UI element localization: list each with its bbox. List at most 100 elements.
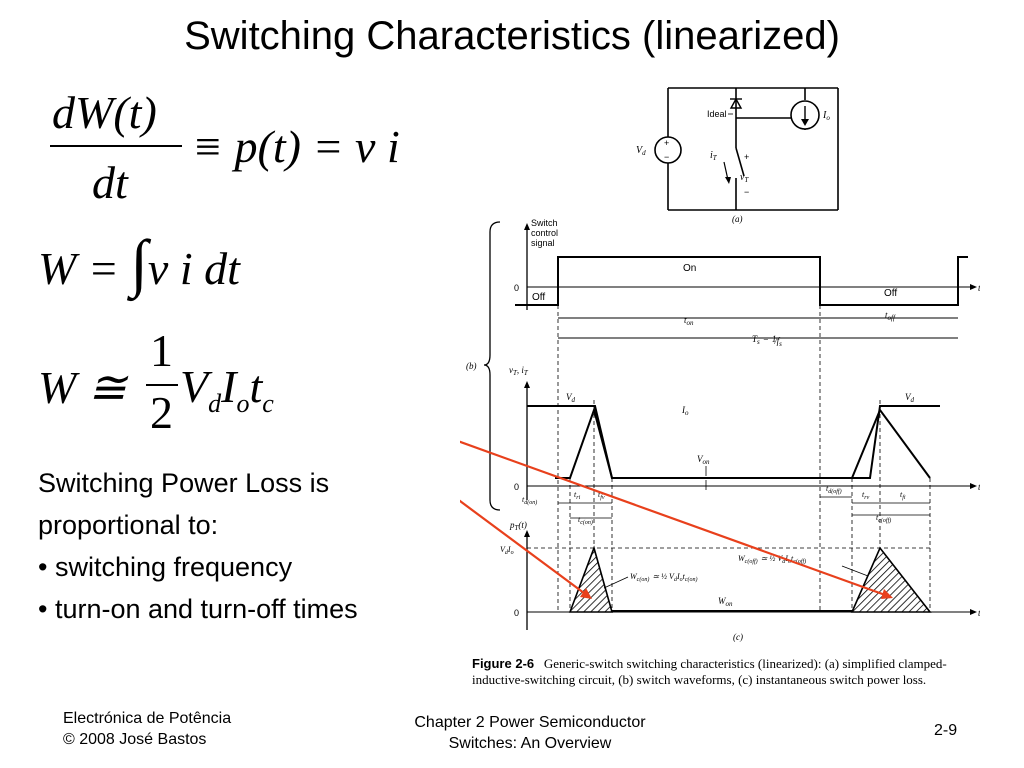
eq3-o: o	[236, 389, 250, 419]
eq3-one: 1	[150, 325, 173, 376]
current-source-arrowhead	[801, 119, 809, 126]
figure-2-6: Ideal Io Vd + − iT + vT − (a) (b) Switch…	[460, 87, 980, 642]
eq2-v: v	[147, 243, 169, 294]
waveform-plot: vT, iT t 0 Vd Vd Io Von td(on) tri tfv t…	[509, 365, 980, 526]
Vd-label-1: Vd	[566, 392, 576, 404]
caption-head: Figure 2-6	[472, 656, 535, 671]
ton-label: ton	[684, 315, 694, 327]
iT-arrowhead	[725, 177, 731, 184]
eq3-I: I	[221, 361, 237, 412]
toff-label: toff	[885, 310, 896, 322]
eq3-fraction-bar	[146, 384, 178, 386]
tcoff-label: tc(off)	[876, 513, 891, 524]
power-t-axis: t	[978, 608, 980, 618]
eq3-c: c	[262, 389, 274, 419]
control-on-label: On	[683, 263, 696, 274]
trv-label: trv	[862, 490, 870, 501]
Von-label: Von	[697, 454, 710, 466]
power-axis-label: pT(t)	[509, 520, 527, 532]
eq1-p-t: t	[272, 121, 286, 172]
eq3-two: 2	[150, 387, 173, 438]
tfi-label: tfi	[900, 490, 906, 501]
eq1-v: v	[355, 121, 376, 172]
loss-bullet-times: • turn-on and turn-off times	[38, 594, 358, 624]
loss-line-2: proportional to:	[38, 510, 219, 540]
eq3-t: t	[249, 361, 263, 412]
VdIo-label: VdIo	[500, 545, 514, 556]
tfv-label: tfv	[598, 490, 605, 501]
eq3-approx: ≅	[87, 362, 127, 413]
voltage-source-icon	[654, 136, 682, 164]
eq1-d: d	[52, 87, 75, 138]
eq2-equals: =	[87, 243, 119, 294]
switch-plus: +	[744, 152, 749, 162]
eq1-p-paren-r: )	[285, 121, 301, 172]
eq1-equiv: ≡	[192, 121, 224, 172]
circuit-Vd-label: Vd	[636, 145, 646, 157]
bracket-b	[483, 221, 501, 511]
footer-copyright: © 2008 José Bastos	[63, 731, 207, 748]
eq1-equals: =	[312, 121, 344, 172]
page-number: 2-9	[934, 722, 958, 739]
waves-zero: 0	[514, 482, 519, 492]
circuit-Io-label: Io	[822, 110, 830, 122]
control-t-axis: t	[978, 283, 980, 293]
turn-on-loss-area	[568, 545, 614, 613]
eq3-d: d	[208, 389, 222, 419]
equation-energy-approx: W ≅ 1 2 VdIotc	[0, 320, 320, 450]
power-loss-plot: pT(t) VdIo t 0 Won Wc(on)≃ ½ VdIotc(on) …	[500, 520, 980, 642]
label-c: (c)	[733, 632, 743, 642]
eq1-numerator: dW(t)	[52, 86, 157, 139]
footer-course: Electrónica de Potência	[63, 710, 232, 727]
circuit-iT-label: iT	[710, 150, 718, 162]
control-off-label-1: Off	[532, 292, 545, 303]
eq2-integral: ∫	[130, 227, 148, 298]
Ts-label: Ts=1/fs	[752, 334, 782, 348]
control-label-1: Switch	[531, 218, 558, 228]
tri-label: tri	[574, 490, 581, 501]
eq1-t: t	[128, 87, 142, 138]
eq1-W: W	[75, 87, 114, 138]
switch-minus: −	[744, 187, 749, 197]
eq1-p-paren-l: (	[257, 121, 273, 172]
circuit-vT-label: vT	[740, 172, 749, 184]
eq2-dt: dt	[204, 243, 240, 294]
loss-line-1: Switching Power Loss is	[38, 468, 330, 498]
ideal-label: Ideal	[707, 109, 727, 119]
control-signal-plot: Switch control signal t 0 On Off Off ton…	[514, 218, 980, 348]
waves-axis-label: vT, iT	[509, 365, 529, 377]
Wcon-formula: Wc(on)≃ ½ VdIotc(on)	[630, 572, 698, 583]
switching-loss-text: Switching Power Loss is proportional to:…	[38, 462, 358, 630]
source-plus: +	[664, 138, 669, 148]
eq3-W: W	[38, 362, 77, 413]
switch-icon	[735, 147, 745, 177]
footer-chapter-2: Switches: An Overview	[448, 735, 612, 752]
control-label-2: control	[531, 228, 558, 238]
eq1-paren-l: (	[113, 87, 129, 138]
tcon-label: tc(on)	[578, 515, 593, 526]
eq2-W: W	[38, 243, 77, 294]
label-a: (a)	[732, 214, 743, 224]
power-zero: 0	[514, 608, 519, 618]
eq1-fraction-bar	[50, 145, 182, 147]
Vd-label-2: Vd	[905, 392, 915, 404]
loss-bullet-frequency: • switching frequency	[38, 552, 293, 582]
equation-energy-integral: W = ∫v i dt	[38, 226, 240, 300]
diode-icon	[729, 97, 743, 109]
Io-label: Io	[681, 405, 689, 417]
source-minus: −	[664, 152, 669, 162]
footer-chapter-1: Chapter 2 Power Semiconductor	[414, 714, 646, 731]
control-off-label-2: Off	[884, 288, 897, 299]
tdoff-label: td(off)	[826, 484, 842, 495]
eq1-denominator: dt	[92, 156, 128, 209]
footer-left: Electrónica de Potência © 2008 José Bast…	[63, 708, 231, 750]
control-zero: 0	[514, 283, 519, 293]
caption-line-2: inductive-switching circuit, (b) switch …	[472, 672, 927, 687]
footer-center: Chapter 2 Power Semiconductor Switches: …	[340, 712, 720, 754]
equation-power: dW(t) dt ≡ p(t) = v i	[0, 0, 440, 220]
eq1-denom-d: d	[92, 157, 115, 208]
eq1-denom-t: t	[115, 157, 128, 208]
eq3-V: V	[180, 361, 209, 412]
Won-label: Won	[718, 596, 733, 608]
tdon-label: td(on)	[522, 495, 537, 506]
